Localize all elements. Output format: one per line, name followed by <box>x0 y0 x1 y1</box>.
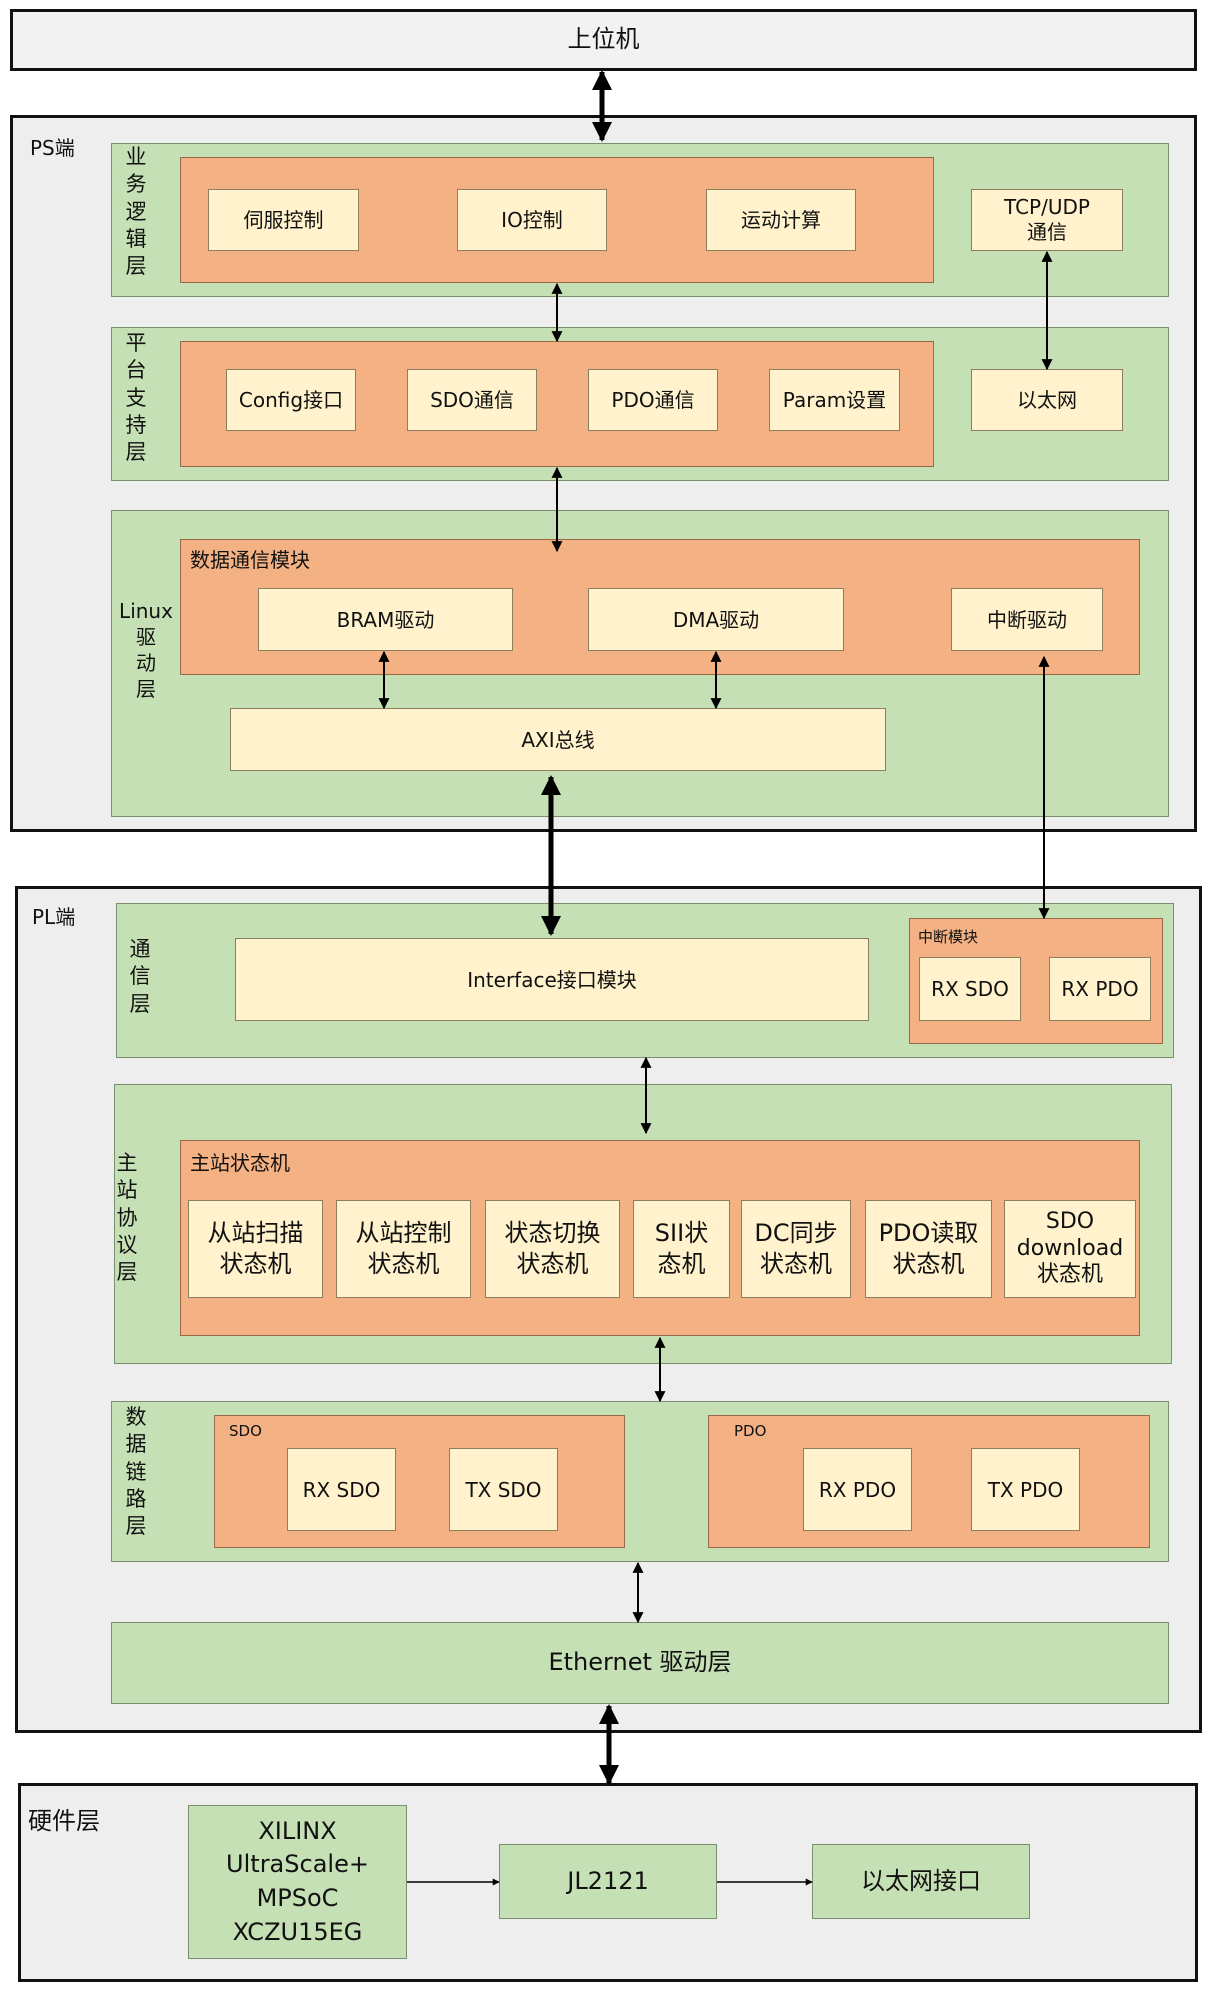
rx-pdo-block: RX PDO <box>803 1448 912 1531</box>
host-pc-box: 上位机 <box>10 9 1197 71</box>
business-logic-layer-label: 业务逻辑层 <box>125 145 147 279</box>
dma-driver-block: DMA驱动 <box>588 588 844 651</box>
hardware-title: 硬件层 <box>28 1807 100 1835</box>
ethernet-driver-layer: Ethernet 驱动层 <box>111 1622 1169 1704</box>
block-label: 以太网 <box>1017 388 1077 412</box>
data-link-layer-label: 数据链路层 <box>125 1405 147 1539</box>
motion-calc-block: 运动计算 <box>706 189 856 251</box>
block-label: TX SDO <box>465 1477 542 1502</box>
block-label: BRAM驱动 <box>336 607 435 632</box>
sii-fsm-block: SII状 态机 <box>633 1200 730 1298</box>
block-label: 从站控制 状态机 <box>355 1218 452 1278</box>
master-protocol-layer-label: 主站协议层 <box>116 1151 138 1285</box>
block-label: SDO download 状态机 <box>1016 1209 1124 1288</box>
block-label: DMA驱动 <box>672 607 760 632</box>
ethernet-driver-label: Ethernet 驱动层 <box>548 1648 732 1677</box>
tx-sdo-block: TX SDO <box>449 1448 558 1531</box>
sdo-comm-block: SDO通信 <box>407 369 537 431</box>
block-label: Param设置 <box>782 388 887 412</box>
block-label: 中断驱动 <box>987 607 1067 632</box>
pdo-module-title: PDO <box>734 1422 767 1440</box>
bram-driver-block: BRAM驱动 <box>258 588 513 651</box>
servo-control-block: 伺服控制 <box>208 189 359 251</box>
ps-title: PS端 <box>30 136 75 160</box>
block-label: TCP/UDP 通信 <box>1004 195 1090 244</box>
sdo-download-fsm-block: SDO download 状态机 <box>1004 1200 1136 1298</box>
slave-control-fsm-block: 从站控制 状态机 <box>336 1200 471 1298</box>
pdo-comm-block: PDO通信 <box>588 369 718 431</box>
block-label: Config接口 <box>238 388 344 412</box>
block-label: JL2121 <box>567 1866 649 1895</box>
irq-rx-pdo-block: RX PDO <box>1049 957 1151 1021</box>
ethernet-port-block: 以太网接口 <box>812 1844 1030 1919</box>
block-label: SII状 态机 <box>654 1218 709 1278</box>
axi-bus-block: AXI总线 <box>230 708 886 771</box>
data-comm-module-title: 数据通信模块 <box>190 548 310 572</box>
block-label: 状态切换 状态机 <box>504 1218 601 1278</box>
dc-sync-fsm-block: DC同步 状态机 <box>741 1200 851 1298</box>
block-label: RX SDO <box>931 977 1009 1001</box>
block-label: SDO通信 <box>430 388 514 412</box>
block-label: AXI总线 <box>521 727 595 752</box>
pl-title: PL端 <box>32 905 76 929</box>
rx-sdo-block: RX SDO <box>287 1448 396 1531</box>
slave-scan-fsm-block: 从站扫描 状态机 <box>188 1200 323 1298</box>
platform-support-layer-label: 平台支持层 <box>125 331 147 465</box>
interrupt-module-title: 中断模块 <box>918 928 979 946</box>
block-label: Interface接口模块 <box>467 967 637 992</box>
phy-block: JL2121 <box>499 1844 717 1919</box>
block-label: TX PDO <box>987 1477 1064 1502</box>
block-label: RX PDO <box>818 1477 897 1502</box>
block-label: IO控制 <box>501 208 563 232</box>
comm-layer-label: 通信层 <box>129 937 151 1016</box>
interface-module-block: Interface接口模块 <box>235 938 869 1021</box>
master-state-machine-title: 主站状态机 <box>190 1151 290 1175</box>
block-label: 伺服控制 <box>243 208 324 232</box>
block-label: RX PDO <box>1061 977 1139 1001</box>
block-label: RX SDO <box>302 1477 381 1502</box>
block-label: 以太网接口 <box>861 1866 981 1895</box>
sdo-module-title: SDO <box>229 1422 262 1440</box>
ethernet-block: 以太网 <box>971 369 1123 431</box>
pdo-read-fsm-block: PDO读取 状态机 <box>865 1200 992 1298</box>
block-label: PDO读取 状态机 <box>878 1218 979 1278</box>
block-label: XILINX UltraScale+ MPSoC XCZU15EG <box>226 1816 369 1946</box>
block-label: DC同步 状态机 <box>754 1218 838 1278</box>
tcp-udp-block: TCP/UDP 通信 <box>971 189 1123 251</box>
interrupt-driver-block: 中断驱动 <box>951 588 1103 651</box>
soc-block: XILINX UltraScale+ MPSoC XCZU15EG <box>188 1805 407 1959</box>
param-setting-block: Param设置 <box>769 369 900 431</box>
block-label: PDO通信 <box>611 388 695 412</box>
config-interface-block: Config接口 <box>226 369 356 431</box>
host-pc-label: 上位机 <box>567 25 640 54</box>
block-label: 运动计算 <box>741 208 821 232</box>
irq-rx-sdo-block: RX SDO <box>919 957 1021 1021</box>
tx-pdo-block: TX PDO <box>971 1448 1080 1531</box>
io-control-block: IO控制 <box>457 189 607 251</box>
block-label: 从站扫描 状态机 <box>207 1218 304 1278</box>
state-switch-fsm-block: 状态切换 状态机 <box>485 1200 620 1298</box>
